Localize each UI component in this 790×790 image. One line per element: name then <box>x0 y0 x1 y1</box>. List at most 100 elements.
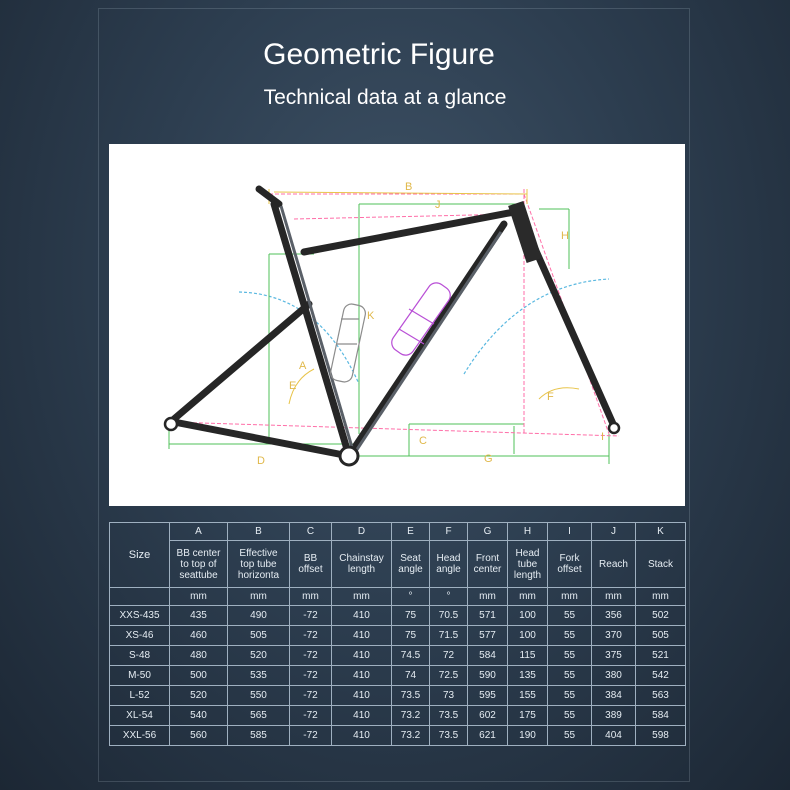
size-header: Size <box>109 522 170 588</box>
row-value: 505 <box>635 625 686 646</box>
row-value: 55 <box>547 605 592 626</box>
col-unit: mm <box>547 587 592 606</box>
page-subtitle: Technical data at a glance <box>263 86 507 109</box>
col-desc-j: Reach <box>591 540 636 588</box>
row-value: 520 <box>227 645 290 666</box>
row-value: 71.5 <box>429 625 468 646</box>
col-unit: mm <box>331 587 392 606</box>
row-size: XXS-435 <box>109 605 170 626</box>
front-dropout <box>607 421 621 435</box>
table-units-row: mm mm mm mm ° ° mm mm mm mm mm <box>109 587 686 606</box>
row-value: -72 <box>289 705 332 726</box>
row-size: XL-54 <box>109 705 170 726</box>
row-value: 410 <box>331 685 392 706</box>
row-value: 370 <box>591 625 636 646</box>
row-value: 560 <box>169 725 228 746</box>
row-value: 100 <box>507 625 548 646</box>
row-value: 389 <box>591 705 636 726</box>
row-value: 410 <box>331 605 392 626</box>
row-value: 500 <box>169 665 228 686</box>
dim-label-h: H <box>561 230 569 242</box>
row-value: -72 <box>289 605 332 626</box>
col-letter: C <box>289 522 332 541</box>
row-value: 410 <box>331 725 392 746</box>
row-value: -72 <box>289 685 332 706</box>
row-value: 375 <box>591 645 636 666</box>
row-value: 70.5 <box>429 605 468 626</box>
units-empty-cell <box>109 587 170 606</box>
col-letter: D <box>331 522 392 541</box>
row-value: -72 <box>289 625 332 646</box>
col-letter: F <box>429 522 468 541</box>
row-value: 480 <box>169 645 228 666</box>
row-value: -72 <box>289 725 332 746</box>
row-value: 73.5 <box>429 725 468 746</box>
page-title: Geometric Figure <box>263 38 495 71</box>
row-value: 55 <box>547 645 592 666</box>
row-value: 135 <box>507 665 548 686</box>
row-value: 55 <box>547 685 592 706</box>
row-value: 410 <box>331 665 392 686</box>
row-value: 410 <box>331 705 392 726</box>
col-letter: E <box>391 522 430 541</box>
row-value: 584 <box>635 705 686 726</box>
row-value: 55 <box>547 665 592 686</box>
bottle-cage-downtube <box>391 282 451 356</box>
row-value: 585 <box>227 725 290 746</box>
row-value: 73.2 <box>391 705 430 726</box>
row-value: 72.5 <box>429 665 468 686</box>
dim-label-f: F <box>547 391 554 403</box>
row-value: 621 <box>467 725 508 746</box>
row-value: 540 <box>169 705 228 726</box>
row-size: XXL-56 <box>109 725 170 746</box>
row-size: XS-46 <box>109 625 170 646</box>
row-value: -72 <box>289 665 332 686</box>
row-value: 490 <box>227 605 290 626</box>
col-letter: A <box>169 522 228 541</box>
col-unit: mm <box>507 587 548 606</box>
dim-label-e: E <box>289 380 296 392</box>
row-value: 535 <box>227 665 290 686</box>
row-value: 175 <box>507 705 548 726</box>
row-value: 520 <box>169 685 228 706</box>
frame-geometry-drawing: B J H K A E F C D G I <box>109 144 685 506</box>
row-value: 73 <box>429 685 468 706</box>
row-value: 521 <box>635 645 686 666</box>
row-size: M-50 <box>109 665 170 686</box>
row-value: 74.5 <box>391 645 430 666</box>
row-value: 190 <box>507 725 548 746</box>
col-letter: I <box>547 522 592 541</box>
row-value: 73.5 <box>429 705 468 726</box>
bottom-bracket <box>338 445 360 467</box>
row-size: S-48 <box>109 645 170 666</box>
row-value: 55 <box>547 725 592 746</box>
col-unit: mm <box>227 587 290 606</box>
row-value: 410 <box>331 645 392 666</box>
row-value: 563 <box>635 685 686 706</box>
row-value: 598 <box>635 725 686 746</box>
row-value: 571 <box>467 605 508 626</box>
col-unit: ° <box>391 587 430 606</box>
row-size: L-52 <box>109 685 170 706</box>
head-tube <box>508 200 542 264</box>
row-value: 435 <box>169 605 228 626</box>
row-value: -72 <box>289 645 332 666</box>
row-value: 73.2 <box>391 725 430 746</box>
bottle-cage-seattube <box>330 303 366 383</box>
row-value: 410 <box>331 625 392 646</box>
page-frame-border <box>98 8 690 782</box>
dim-label-i: I <box>601 431 604 443</box>
col-letter: B <box>227 522 290 541</box>
